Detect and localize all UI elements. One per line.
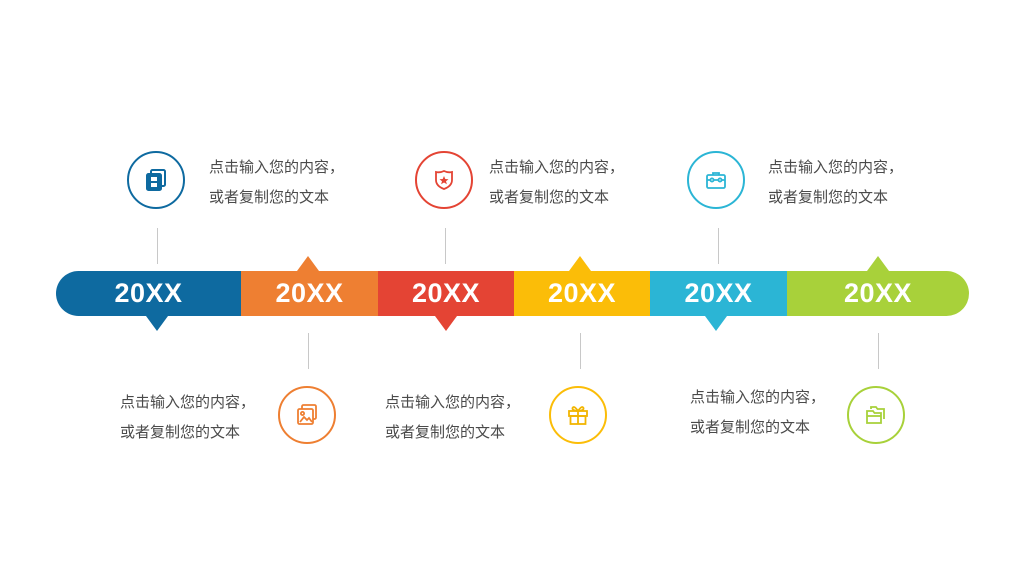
toolbox-icon: [706, 172, 726, 189]
connector-line: [878, 333, 879, 369]
film-icon: [146, 169, 166, 191]
item-line-1: 点击输入您的内容，: [209, 158, 345, 176]
item-line-2: 或者复制您的文本: [690, 418, 811, 436]
item-line-1: 点击输入您的内容，: [690, 388, 826, 406]
timeline-segment-3: 20XX: [378, 271, 514, 331]
segment-year: 20XX: [843, 278, 913, 308]
item-line-1: 点击输入您的内容，: [489, 158, 625, 176]
icon-circle-2: [278, 386, 336, 444]
item-line-2: 或者复制您的文本: [209, 188, 330, 206]
gift-icon: [568, 406, 588, 425]
item-line-1: 点击输入您的内容，: [385, 393, 521, 411]
connector-line: [718, 228, 719, 264]
pointer-up-icon: [569, 256, 591, 271]
timeline-segment-1: 20XX: [56, 271, 241, 331]
item-text-4: 点击输入您的内容， 或者复制您的文本: [385, 387, 520, 447]
segment-year: 20XX: [684, 278, 753, 308]
item-line-2: 或者复制您的文本: [768, 188, 889, 206]
pointer-down-icon: [435, 316, 457, 331]
segment-year: 20XX: [275, 278, 344, 308]
item-line-1: 点击输入您的内容，: [768, 158, 904, 176]
item-text-3: 点击输入您的内容， 或者复制您的文本: [489, 152, 624, 212]
icon-circle-1: [127, 151, 185, 209]
connector-line: [580, 333, 581, 369]
timeline-bar: 20XX 20XX 20XX 20XX 20XX 20XX: [0, 256, 1024, 331]
item-text-6: 点击输入您的内容， 或者复制您的文本: [690, 382, 825, 442]
connector-line: [308, 333, 309, 369]
item-text-5: 点击输入您的内容， 或者复制您的文本: [768, 152, 903, 212]
timeline-segment-2: 20XX: [241, 256, 378, 316]
icon-circle-4: [549, 386, 607, 444]
shield-star-icon: [435, 169, 453, 190]
pointer-up-icon: [867, 256, 889, 271]
item-line-1: 点击输入您的内容，: [120, 393, 256, 411]
item-line-2: 或者复制您的文本: [489, 188, 610, 206]
timeline-segment-6: 20XX: [787, 256, 969, 316]
segment-year: 20XX: [411, 278, 481, 308]
image-icon: [297, 404, 317, 425]
icon-circle-5: [687, 151, 745, 209]
pointer-down-icon: [705, 316, 727, 331]
item-text-2: 点击输入您的内容， 或者复制您的文本: [120, 387, 255, 447]
pointer-up-icon: [297, 256, 319, 271]
icon-circle-3: [415, 151, 473, 209]
item-line-2: 或者复制您的文本: [385, 423, 506, 441]
segment-year: 20XX: [547, 278, 617, 308]
segment-year: 20XX: [114, 278, 183, 308]
item-text-1: 点击输入您的内容， 或者复制您的文本: [209, 152, 344, 212]
connector-line: [445, 228, 446, 264]
item-line-2: 或者复制您的文本: [120, 423, 241, 441]
timeline-segment-5: 20XX: [650, 271, 787, 331]
connector-line: [157, 228, 158, 264]
pointer-down-icon: [146, 316, 168, 331]
timeline-segment-4: 20XX: [514, 256, 650, 316]
icon-circle-6: [847, 386, 905, 444]
folder-icon: [866, 406, 885, 424]
